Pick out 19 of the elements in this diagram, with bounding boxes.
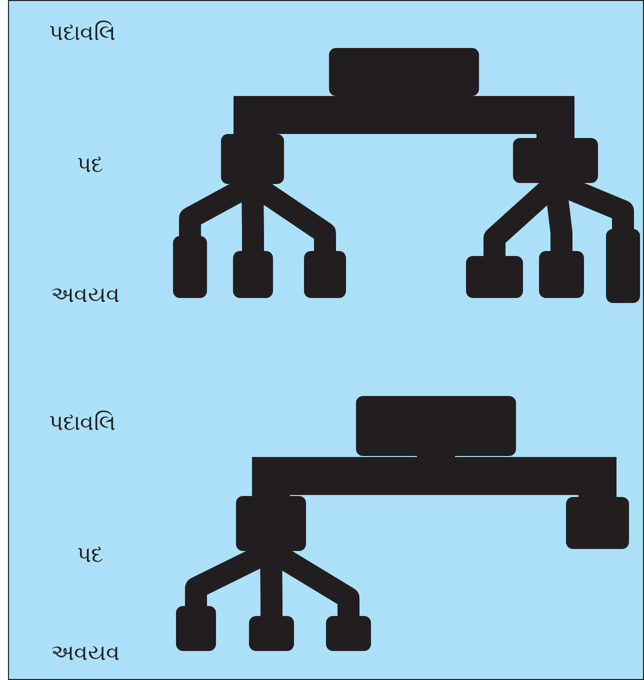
- filled-box: [233, 251, 273, 298]
- filled-box: [176, 606, 216, 651]
- filled-box: [326, 616, 371, 651]
- filled-box: [304, 251, 346, 298]
- filled-box: [329, 48, 479, 96]
- level-label: પદાવલિ: [49, 21, 116, 47]
- filled-box: [356, 396, 516, 456]
- filled-box: [173, 236, 207, 298]
- filled-box: [566, 497, 629, 549]
- level-label: અવયવ: [51, 283, 120, 309]
- level-label: પદ: [77, 153, 103, 179]
- filled-box: [249, 616, 294, 651]
- level-label: પદાવલિ: [49, 411, 116, 437]
- filled-box: [466, 256, 523, 298]
- filled-box: [539, 251, 584, 298]
- filled-box: [513, 138, 598, 183]
- filled-box: [606, 229, 640, 303]
- level-label: પદ: [77, 543, 103, 569]
- level-label: અવયવ: [51, 641, 120, 667]
